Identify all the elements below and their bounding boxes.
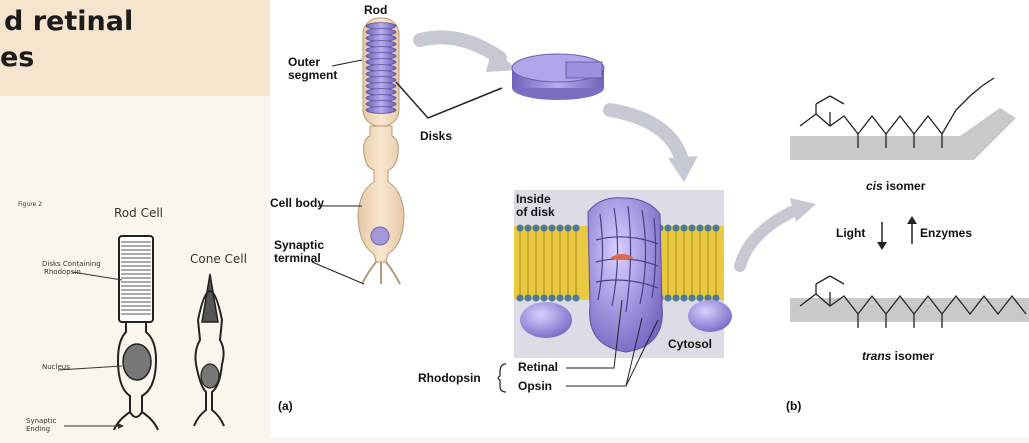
rod-label: Rod [364,4,387,17]
synaptic-ending-label-line1: Synaptic [26,417,56,425]
rod-cell-label: Rod Cell [114,206,163,220]
nucleus-label: Nucleus [42,363,70,371]
cis-rest: isomer [883,179,926,193]
slide-title-line-1: d retinal [4,6,133,37]
panel-a-label: (a) [278,400,293,413]
rod-cone-sketch-drawing [14,190,264,438]
rod-cone-sketch: Figure 2 Rod Cell Cone Cell Disks Contai… [14,190,264,438]
retinal-label: Retinal [518,361,558,374]
trans-isomer-label: trans isomer [862,350,934,363]
disks-containing-label-line1: Disks Containing [42,260,101,268]
slide-title-box: d retinal es [0,0,278,96]
light-label: Light [836,227,865,240]
disks-label: Disks [420,130,452,143]
rhodopsin-figure-drawing [270,0,1029,438]
cell-body-label: Cell body [270,197,324,210]
synaptic-ending-label-line2: Ending [26,425,50,433]
disks-containing-label-line2: Rhodopsin [44,268,81,276]
trans-rest: isomer [891,349,934,363]
inside-of-disk-label-line2: of disk [516,206,555,219]
cis-isomer-label: cis isomer [866,180,925,193]
rhodopsin-figure-panel: Rod Outer segment Disks Cell body Synapt… [270,0,1029,438]
figure-tag: Figure 2 [18,201,42,208]
enzymes-label: Enzymes [920,227,972,240]
cytosol-label: Cytosol [668,338,712,351]
rhodopsin-label: Rhodopsin [418,372,481,385]
cis-italic: cis [866,179,883,193]
cone-cell-label: Cone Cell [190,252,247,266]
panel-b-label: (b) [786,400,801,413]
trans-italic: trans [862,349,891,363]
synaptic-terminal-label-line2: terminal [274,252,321,265]
opsin-label: Opsin [518,380,552,393]
outer-segment-label-line2: segment [288,69,337,82]
slide-title-line-2: es [0,42,34,73]
